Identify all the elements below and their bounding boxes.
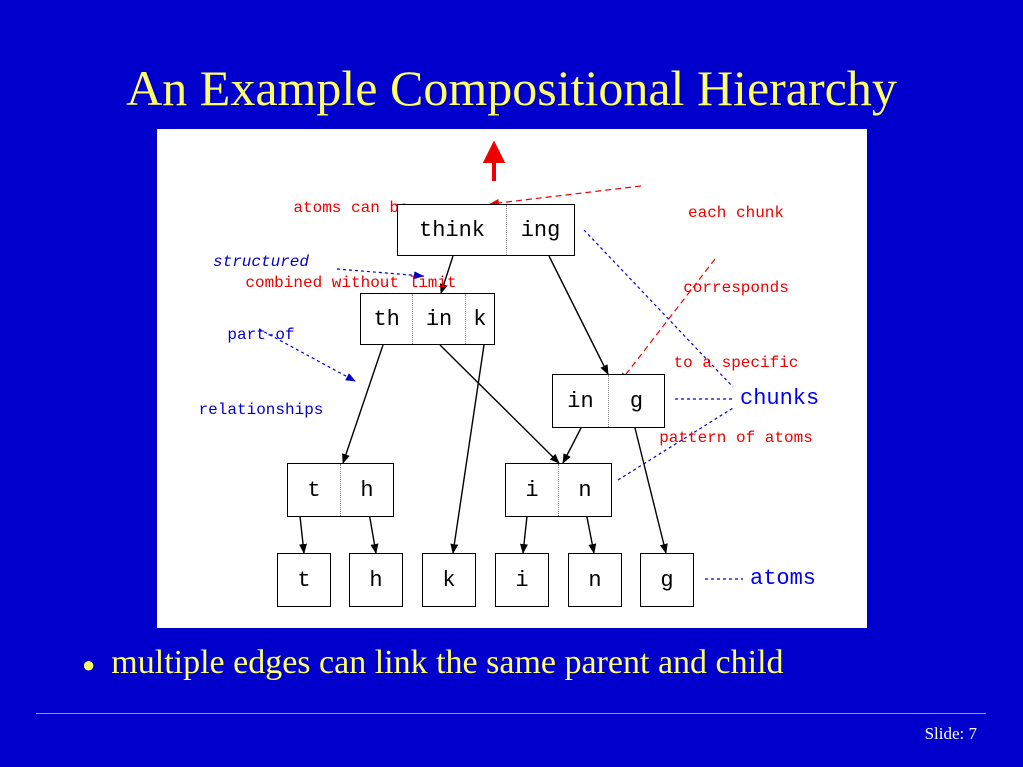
node-ing: in g: [552, 374, 665, 428]
node-part: k: [464, 294, 494, 344]
edge-think-to-th-in-k: [439, 255, 454, 294]
atom-label: n: [588, 567, 602, 593]
node-in: i n: [505, 463, 612, 517]
label-chunks: chunks: [740, 386, 820, 411]
red-up-arrow-icon: [482, 140, 506, 181]
node-part: n: [558, 464, 611, 516]
atom-g: g: [640, 553, 694, 607]
bullet-item: ● multiple edges can link the same paren…: [82, 640, 784, 686]
hierarchy-diagram: atoms can be combined without limit each…: [157, 129, 867, 628]
node-part: i: [525, 477, 539, 503]
edge-g-to-g-atom: [634, 427, 668, 554]
blue-line-chunks-to-thinking: [583, 229, 734, 388]
atom-i: i: [495, 553, 549, 607]
node-part: g: [608, 375, 664, 427]
atom-t: t: [277, 553, 331, 607]
annotation-each-chunk: each chunk corresponds to a specific pat…: [659, 204, 813, 447]
blue-arrow-part-of: [258, 328, 356, 382]
bullet-text: multiple edges can link the same parent …: [111, 644, 784, 681]
blue-line-chunks-to-in: [617, 407, 734, 481]
atom-k: k: [422, 553, 476, 607]
bullet-icon: ●: [82, 652, 96, 677]
node-part: ing: [506, 205, 574, 255]
label-atoms: atoms: [750, 566, 817, 591]
node-part: th: [373, 306, 400, 332]
node-part: t: [307, 477, 321, 503]
annotation-part-of: part-of relationships: [198, 326, 324, 419]
edge-ing-in-to-i-n: [562, 427, 582, 464]
node-th: t h: [287, 463, 394, 517]
red-arrow-each-chunk-ing: [619, 258, 716, 383]
atom-label: h: [369, 567, 383, 593]
annotation-structured: structured: [212, 253, 309, 271]
edge-k-to-k-atom: [450, 344, 485, 554]
atom-label: k: [442, 567, 456, 593]
atom-label: g: [660, 567, 674, 593]
slide-number: Slide: 7: [924, 724, 977, 743]
slide-title: An Example Compositional Hierarchy: [126, 60, 897, 116]
blue-arrow-structured: [336, 268, 424, 280]
edge-ing-to-in-g: [548, 255, 609, 375]
atom-label: i: [515, 567, 529, 593]
atom-h: h: [349, 553, 403, 607]
node-part: think: [419, 217, 486, 243]
atom-n: n: [568, 553, 622, 607]
footer-divider: [36, 713, 986, 714]
node-think: th in k: [360, 293, 495, 345]
atom-label: t: [297, 567, 311, 593]
edge-in-to-i-n: [439, 344, 560, 464]
annotation-atoms-combined: atoms can be combined without limit: [245, 199, 457, 292]
node-part: in: [412, 294, 464, 344]
node-part: in: [567, 388, 594, 414]
red-arrow-each-chunk-top: [489, 185, 642, 207]
edge-th-to-t-h: [342, 344, 384, 464]
node-thinking: think ing: [397, 204, 575, 256]
node-part: h: [340, 464, 393, 516]
